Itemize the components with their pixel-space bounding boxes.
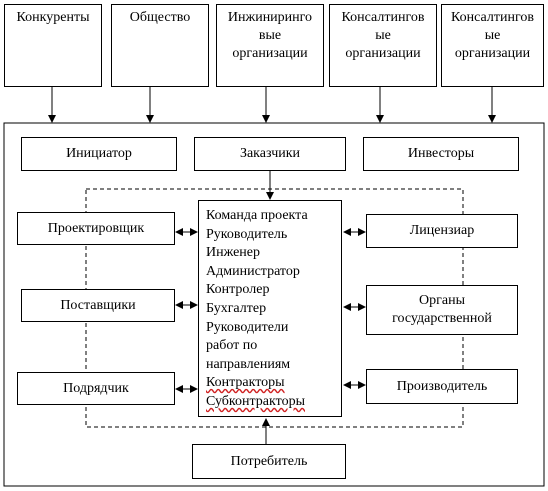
team-member: Руководители [206, 319, 289, 335]
environment-frame [3, 122, 545, 487]
box-licensor: Лицензиар [366, 214, 518, 248]
box-suppliers: Поставщики [21, 289, 175, 322]
box-customers: Заказчики [194, 137, 346, 171]
team-member: Руководитель [206, 226, 288, 242]
box-initiator: Инициатор [21, 137, 177, 171]
box-manufacturer: Производитель [366, 369, 518, 404]
team-member: направлениям [206, 356, 291, 372]
box-society: Общество [111, 4, 209, 87]
box-project-team: Команда проекта Руководитель Инженер Адм… [198, 200, 342, 417]
team-member: работ по [206, 338, 258, 354]
team-member: Администратор [206, 263, 300, 279]
box-state-bodies: Органы государственной [366, 285, 518, 335]
team-member: Контракторы [206, 375, 285, 391]
box-consulting-organizations-1: Консалтингов ые организации [329, 4, 437, 87]
box-consulting-organizations-2: Консалтингов ые организации [441, 4, 544, 87]
team-member: Контролер [206, 282, 270, 298]
box-engineering-organizations: Инжиниринго вые организации [216, 4, 324, 87]
project-team-title: Команда проекта [206, 208, 308, 223]
team-member: Инженер [206, 245, 261, 261]
box-competitors: Конкуренты [4, 4, 102, 87]
team-member: Субконтракторы [206, 393, 305, 409]
box-investors: Инвесторы [363, 137, 519, 171]
team-member: Бухгалтер [206, 300, 267, 316]
box-designer: Проектировщик [17, 212, 175, 245]
box-consumer: Потребитель [192, 444, 346, 479]
box-contractor: Подрядчик [17, 372, 175, 405]
